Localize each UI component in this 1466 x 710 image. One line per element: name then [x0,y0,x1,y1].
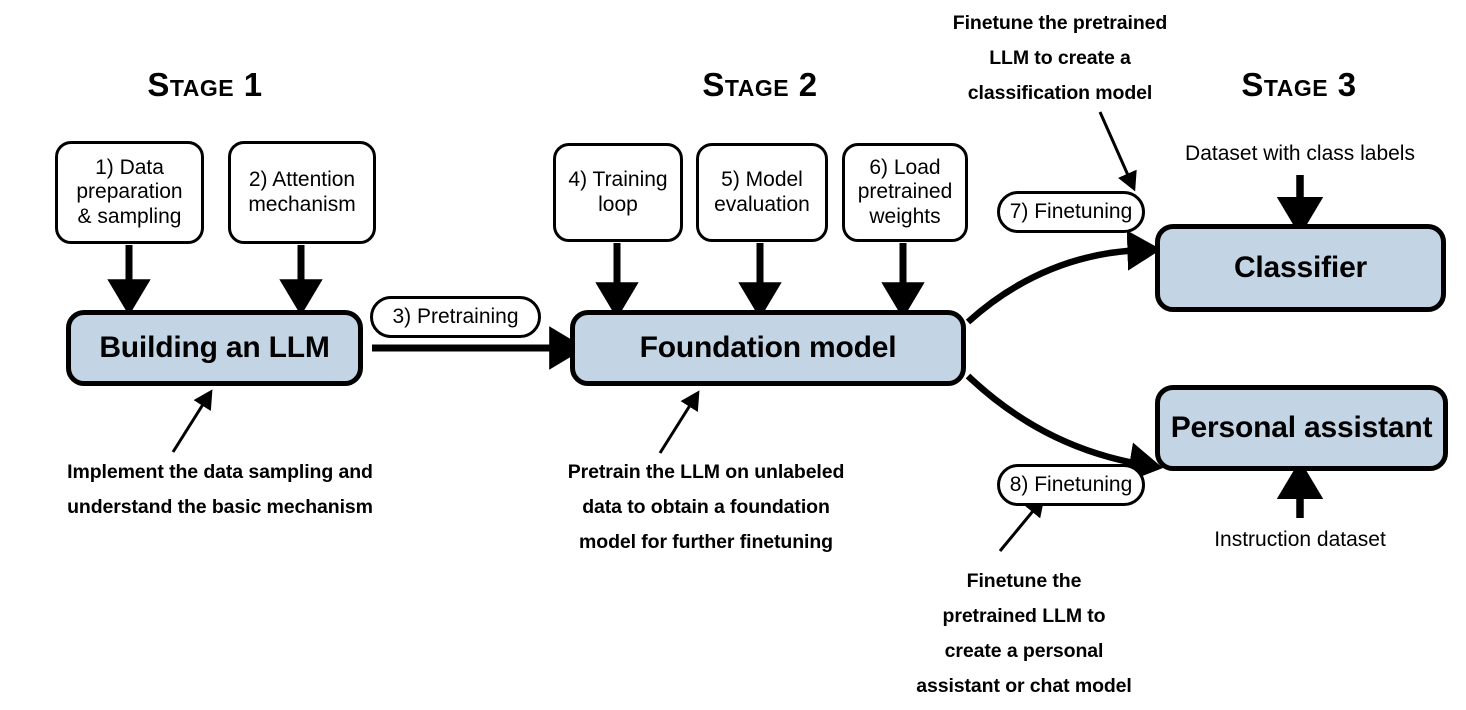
caption-assistant-finetune: Finetune the pretrained LLM to create a … [916,570,1132,697]
main-box-building-an-llm[interactable]: Building an LLM [66,310,363,386]
label-dataset-with-class-labels: Dataset with class labels [1185,142,1415,165]
main-box-building-an-llm-label: Building an LLM [99,331,330,364]
main-box-personal-assistant[interactable]: Personal assistant [1155,385,1448,471]
stage-heading-1: Stage 1 [147,66,263,103]
caption-classifier-finetune: Finetune the pretrained LLM to create a … [952,12,1168,104]
pill-step-8-label: 8) Finetuning [1009,473,1133,496]
pointer-foundation-caption [658,390,700,454]
main-box-classifier[interactable]: Classifier [1155,224,1446,312]
pointer-classifier-caption [1098,111,1137,192]
stage-heading-3: Stage 3 [1241,66,1357,103]
caption-foundation-model: Pretrain the LLM on unlabeled data to ob… [567,461,845,553]
step-box-6-label: 6) Load pretrained weights [857,155,953,228]
arrow-foundation-to-assistant [965,373,1163,483]
main-box-foundation-model-label: Foundation model [639,331,897,364]
step-box-1-label: 1) Data preparation & sampling [76,155,183,228]
pill-step-3-pretraining[interactable]: 3) Pretraining [370,296,541,338]
pill-step-8-finetuning[interactable]: 8) Finetuning [997,464,1145,506]
step-box-2-attention-mechanism[interactable]: 2) Attention mechanism [228,141,376,244]
main-box-foundation-model[interactable]: Foundation model [570,310,966,386]
label-instruction-dataset: Instruction dataset [1214,528,1386,551]
step-box-5-label: 5) Model evaluation [714,168,810,216]
pill-step-7-finetuning[interactable]: 7) Finetuning [997,191,1145,233]
main-box-classifier-label: Classifier [1233,251,1368,284]
step-box-2-label: 2) Attention mechanism [248,168,356,216]
pill-step-3-label: 3) Pretraining [392,305,519,328]
step-box-4-training-loop[interactable]: 4) Training loop [553,143,683,242]
arrow-foundation-to-classifier [965,230,1162,325]
main-box-personal-assistant-label: Personal assistant [1170,411,1433,444]
step-box-4-label: 4) Training loop [568,168,668,216]
step-box-5-model-evaluation[interactable]: 5) Model evaluation [696,143,828,242]
step-box-1-data-preparation[interactable]: 1) Data preparation & sampling [55,141,204,244]
step-box-6-load-pretrained-weights[interactable]: 6) Load pretrained weights [842,143,968,242]
pointer-llm-caption [171,389,213,453]
pointer-assistant-caption [998,497,1045,552]
caption-building-an-llm: Implement the data sampling and understa… [67,461,373,518]
pill-step-7-label: 7) Finetuning [1009,200,1133,223]
stage-heading-2: Stage 2 [702,66,818,103]
